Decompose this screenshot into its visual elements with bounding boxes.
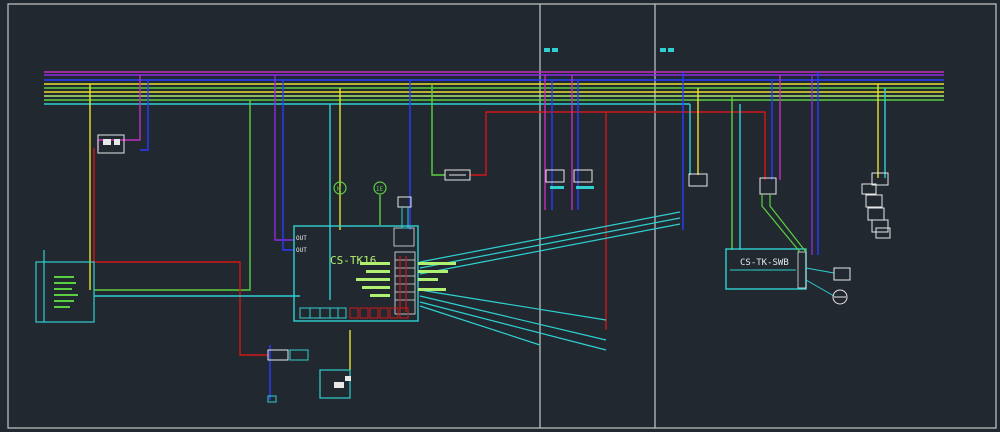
symbol-circle-1: M: [333, 181, 347, 195]
horizontal-bus-lines: [44, 71, 944, 105]
device-bottom-left[interactable]: [267, 349, 309, 403]
bottom-terminals: [349, 307, 409, 319]
cs-tk-swb-module[interactable]: CS-TK-SWB: [725, 177, 835, 297]
red-wires-tk16: [399, 256, 407, 312]
out-label-2: OUT: [296, 247, 307, 254]
cs-tk16-module[interactable]: CS-TK16 OUT OUT: [293, 225, 456, 322]
diagonal-fan-lines: [419, 211, 681, 351]
sheet-markers: [544, 48, 674, 52]
device-bottom-middle[interactable]: [319, 369, 351, 399]
device-pair-middle[interactable]: [545, 169, 594, 189]
device-right-of-divider[interactable]: [688, 173, 708, 187]
device-tk16-top: [397, 196, 412, 229]
right-device-stack[interactable]: [861, 172, 891, 239]
device-center[interactable]: [444, 169, 471, 181]
green-bars: [356, 262, 456, 297]
sub-terminal: [393, 227, 415, 247]
svg-text:M: M: [337, 186, 341, 193]
svg-text:IE: IE: [376, 186, 384, 193]
symbol-circle-2: IE: [373, 181, 387, 195]
cs-tk-swb-label: CS-TK-SWB: [740, 258, 789, 268]
device-top-left[interactable]: [97, 134, 125, 154]
drawing-frame: [7, 3, 997, 429]
left-loop-wires: [93, 148, 351, 400]
out-label-1: OUT: [296, 235, 307, 242]
terminal-strip: [394, 251, 416, 315]
left-terminal-block[interactable]: [35, 250, 95, 323]
vertical-drop-lines: [89, 72, 886, 330]
swb-right-devices[interactable]: [832, 267, 851, 305]
cs-tk16-label: CS-TK16: [330, 254, 376, 267]
bottom-terminals-cyan: [299, 307, 347, 319]
